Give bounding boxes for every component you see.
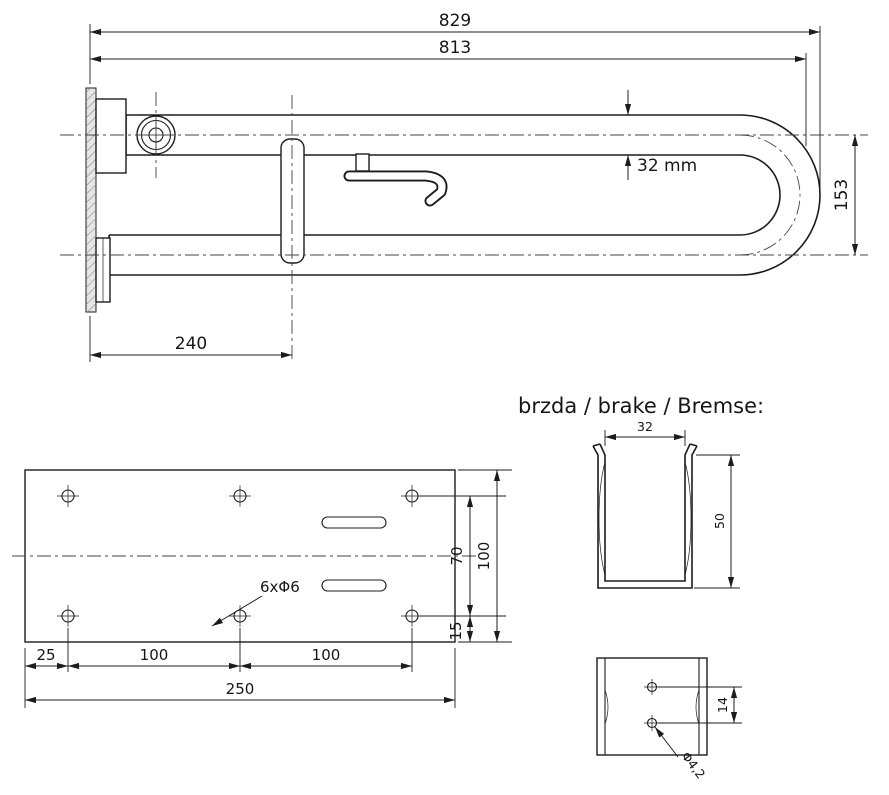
dim-829-label: 829 [439,11,471,31]
wall-bracket [95,98,127,303]
brake-hole-leader [654,726,679,758]
dim-brake-14-label: 14 [715,697,730,713]
brake-hole-crosses [644,679,660,731]
slot-top [321,516,387,529]
brake-spring-bows [598,461,692,576]
dim-813-label: 813 [439,38,471,58]
dim-813: 813 [90,38,807,146]
paper-holder-mount [355,153,370,172]
dim-250-label: 250 [226,680,255,698]
brake-channel-outline [592,443,698,589]
paper-holder-hook-inner [345,172,446,205]
dim-32mm-label: 32 mm [637,156,697,176]
dim-plate-horizontal: 25 100 100 250 [24,628,456,708]
upper-bracket-plate [95,98,127,174]
locking-sleeve [280,138,305,264]
brake-bow-marks [604,689,700,725]
brake-title: brzda / brake / Bremse: [518,394,764,418]
centerlines [60,92,868,362]
dim-brake-32-label: 32 [637,419,653,434]
slot-bottom [321,579,387,592]
brake-body [596,657,708,756]
dim-240-label: 240 [175,334,207,354]
plate-vertical-extension-lines [420,469,512,643]
dim-brake-14-extension-lines [658,686,742,724]
grab-rail-outline [108,114,821,276]
holes-callout: 6xΦ6 [211,578,300,627]
wall-hatching [86,88,96,312]
hole-crosses [57,485,423,627]
dim-100b-label: 100 [312,646,341,664]
bend-centerline [739,134,801,256]
dim-brake-32: 32 [604,419,686,446]
plate-horizontal-extension-lines [24,628,456,708]
dim-25-label: 25 [36,646,55,664]
dim-brake-50-label: 50 [712,513,727,529]
brake-section: brzda / brake / Bremse: 32 50 [518,394,764,782]
dim-100a-label: 100 [140,646,169,664]
holes-callout-label: 6xΦ6 [260,578,300,596]
brake-fold-lines [604,658,700,755]
dim-100v-label: 100 [475,542,493,571]
wall-section [85,87,97,313]
plate-holes [57,485,423,627]
dim-829: 829 [89,11,821,190]
plate-view: 6xΦ6 70 15 100 25 100 100 250 [12,469,512,708]
dim-tube-diameter: 32 mm [624,90,697,180]
brake-front-view: 32 50 [592,419,740,589]
dim-brake-14: 14 [658,686,742,724]
dim-15-label: 15 [447,621,465,640]
plate-slots [321,516,387,592]
dim-brake-50: 50 [694,454,740,589]
dim-plate-vertical: 70 15 100 [420,469,512,643]
dim-70-label: 70 [448,546,466,565]
paper-holder [343,153,448,207]
dim-153: 153 [832,135,859,255]
brake-top-view: 14 Φ4,2 [596,657,742,782]
holes-callout-leader [211,595,263,627]
side-view: 829 813 32 mm 153 240 [60,11,868,362]
dim-153-label: 153 [832,179,852,211]
dim-240: 240 [89,316,292,362]
